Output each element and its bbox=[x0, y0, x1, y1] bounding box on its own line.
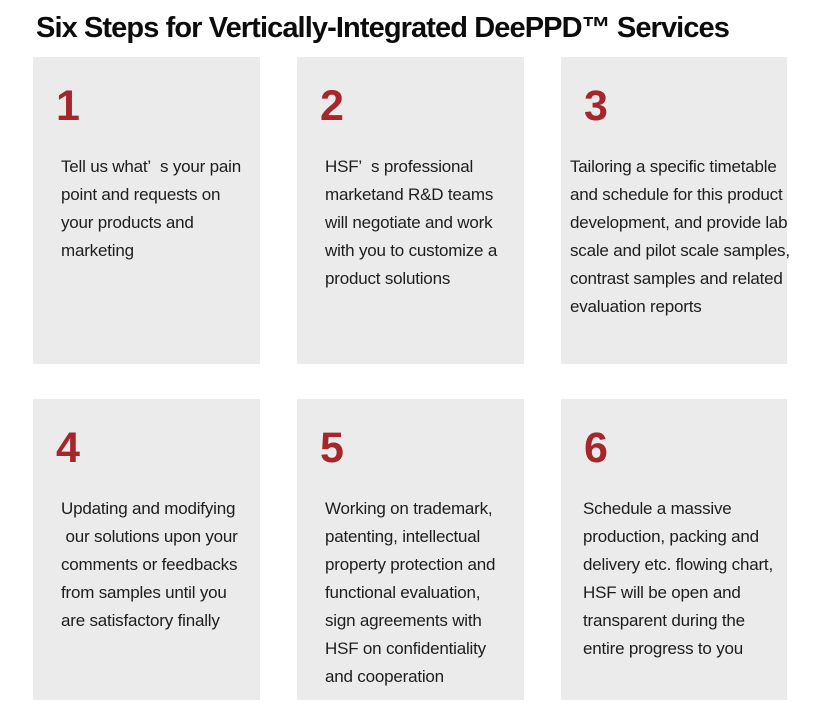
step-card-5: 5 Working on trademark, patenting, intel… bbox=[297, 399, 524, 700]
step-card-4: 4 Updating and modifying our solutions u… bbox=[33, 399, 260, 700]
step-description: Schedule a massive production, packing a… bbox=[583, 499, 773, 658]
step-card-6: 6 Schedule a massive production, packing… bbox=[561, 399, 787, 700]
step-description: Working on trademark, patenting, intelle… bbox=[325, 499, 496, 686]
step-card-3: 3 Tailoring a specific timetable and sch… bbox=[561, 57, 790, 364]
step-description: Tailoring a specific timetable and sched… bbox=[570, 157, 790, 316]
step-number: 3 bbox=[584, 82, 608, 130]
step-card-1: 1 Tell us what’ s your pain point and re… bbox=[33, 57, 260, 364]
step-card-2: 2 HSF’ s professional marketand R&D team… bbox=[297, 57, 524, 364]
step-description: Tell us what’ s your pain point and requ… bbox=[61, 157, 241, 260]
step-number: 2 bbox=[320, 82, 344, 130]
step-description: HSF’ s professional marketand R&D teams … bbox=[325, 157, 498, 288]
step-description: Updating and modifying our solutions upo… bbox=[61, 499, 238, 630]
step-number: 5 bbox=[320, 424, 344, 472]
step-number: 1 bbox=[56, 82, 80, 130]
steps-grid: 1 Tell us what’ s your pain point and re… bbox=[33, 57, 790, 700]
step-number: 4 bbox=[56, 424, 80, 472]
page-title: Six Steps for Vertically-Integrated DeeP… bbox=[36, 12, 730, 44]
step-number: 6 bbox=[584, 424, 608, 472]
